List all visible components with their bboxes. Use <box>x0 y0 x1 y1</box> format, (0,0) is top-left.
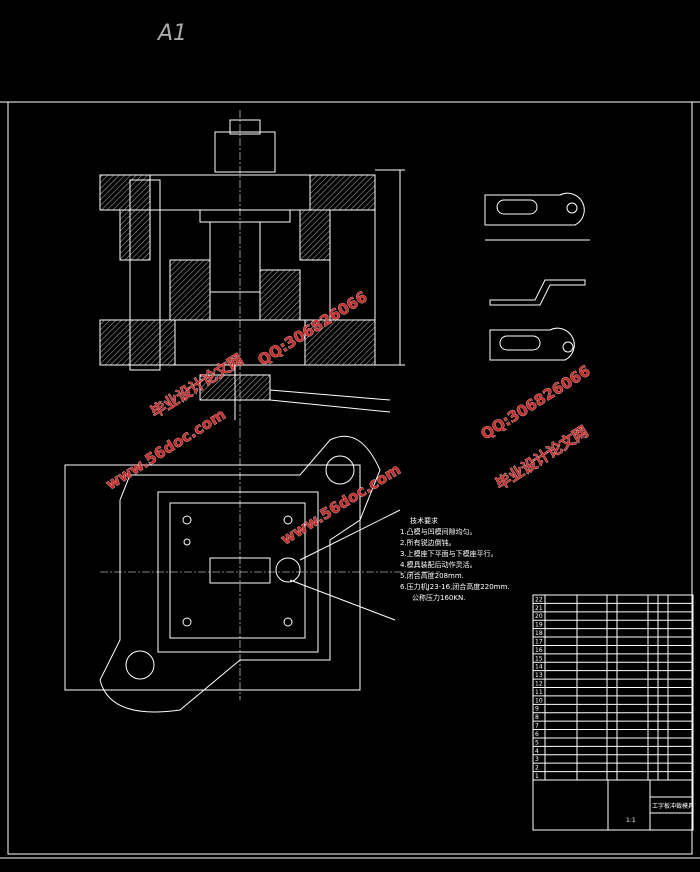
parts-row-number: 18 <box>535 630 543 637</box>
die-section-view <box>99 110 405 430</box>
parts-row-number: 17 <box>535 638 543 645</box>
parts-row-number: 12 <box>535 681 543 688</box>
parts-row-number: 4 <box>535 748 539 755</box>
tech-req-item: 5.闭合高度208mm. <box>400 571 464 580</box>
watermark-url: www.56doc.com <box>103 405 229 493</box>
drawing-frame <box>7 101 693 855</box>
parts-row-number: 13 <box>535 672 543 679</box>
parts-row-number: 1 <box>535 773 539 780</box>
parts-row-number: 21 <box>535 605 543 612</box>
parts-row-number: 20 <box>535 613 543 620</box>
parts-row-number: 15 <box>535 655 543 662</box>
parts-row-number: 5 <box>535 739 539 746</box>
parts-row-number: 8 <box>535 714 539 721</box>
watermark-site: 毕业设计论文网 <box>493 422 592 493</box>
tech-req-item: 4.模具装配后动作灵活。 <box>400 560 477 569</box>
parts-row-number: 9 <box>535 706 539 713</box>
tech-req-item: 2.所有锐边倒钝。 <box>400 538 456 547</box>
parts-row-number: 10 <box>535 697 543 704</box>
parts-row-number: 6 <box>535 731 539 738</box>
tech-req-item: 3.上模座下平面与下模座平行。 <box>400 549 498 558</box>
parts-row-number: 22 <box>535 596 543 603</box>
parts-row-number: 11 <box>535 689 543 696</box>
part-views <box>484 192 590 361</box>
tech-req-item: 1.凸模与凹模间隙均匀。 <box>400 527 477 536</box>
parts-row-number: 14 <box>535 664 543 671</box>
sheet-size-label: A1 <box>156 21 187 46</box>
tech-req-item: 公称压力160KN. <box>412 593 465 602</box>
tech-req-title: 技术要求 <box>410 516 438 525</box>
tech-req-item: 6.压力机J23-16,闭合高度220mm. <box>400 582 510 591</box>
technical-requirements: 技术要求 1.凸模与凹模间隙均匀。 2.所有锐边倒钝。 3.上模座下平面与下模座… <box>400 516 510 602</box>
parts-row-number: 3 <box>535 756 539 763</box>
drawing-name: 工字板冲裁模具 <box>652 802 694 810</box>
parts-row-number: 16 <box>535 647 543 654</box>
parts-row-number: 7 <box>535 723 539 730</box>
scale-label: 1:1 <box>626 817 636 824</box>
parts-row-number: 2 <box>535 765 539 772</box>
watermark-url: www.56doc.com <box>278 460 404 548</box>
parts-row-number: 19 <box>535 622 543 629</box>
die-plan-view <box>64 430 440 713</box>
